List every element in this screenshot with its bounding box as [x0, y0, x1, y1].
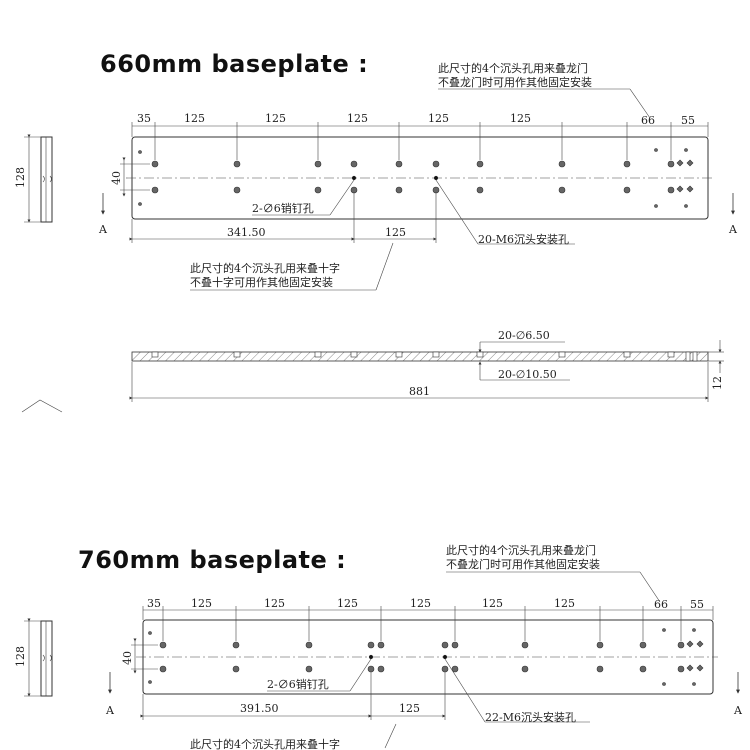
- right-dim-2-1: 55: [690, 598, 704, 611]
- section-view-1: 20-∅6.50 20-∅10.50 881 12: [129, 329, 724, 402]
- side-dim-label: 128: [14, 167, 27, 188]
- top-dim-2: 125: [265, 112, 286, 125]
- section-marks-2: A A: [105, 672, 743, 717]
- right-dim-2-0: 66: [654, 598, 668, 611]
- top-dims-2: 35 125 125 125 125 125 125 66 55: [142, 597, 714, 641]
- drawing-1: 128 A A: [14, 61, 738, 413]
- section-marks-1: A A: [98, 193, 738, 236]
- height-dim-1: 40: [110, 157, 150, 197]
- dim-left-label-2: 391.50: [240, 702, 279, 715]
- top-dim-2-0: 35: [147, 597, 161, 610]
- note-bottom-2-line-1: 此尺寸的4个沉头孔用来叠十字: [190, 737, 340, 750]
- top-dim-2-3: 125: [337, 597, 358, 610]
- top-dim-2-2: 125: [264, 597, 285, 610]
- note-top-2-line-1: 此尺寸的4个沉头孔用来叠龙门: [446, 543, 596, 557]
- hole-pattern-2: [148, 628, 704, 686]
- hole-pattern-1: [138, 148, 694, 208]
- note-top-line-1: 此尺寸的4个沉头孔用来叠龙门: [438, 61, 588, 75]
- section-label-left: A: [98, 223, 108, 236]
- fragment-mark: [21, 399, 63, 413]
- section-label-right: A: [728, 223, 738, 236]
- bottom-dims-2: 391.50 125: [140, 672, 446, 720]
- thickness-label: 12: [711, 376, 724, 390]
- drawing-1-title: 660mm baseplate :: [100, 50, 369, 78]
- section-label-left-2: A: [105, 704, 115, 717]
- top-dim-4: 125: [428, 112, 449, 125]
- side-view-1: 128: [14, 134, 53, 223]
- height-dim-2: 40: [121, 638, 158, 674]
- note-top-2-line-2: 不叠龙门时可用作其他固定安装: [446, 557, 600, 571]
- top-dim-1: 125: [184, 112, 205, 125]
- note-top-1: 此尺寸的4个沉头孔用来叠龙门 不叠龙门时可用作其他固定安装: [438, 61, 651, 119]
- top-dim-2-5: 125: [482, 597, 503, 610]
- top-dim-3: 125: [347, 112, 368, 125]
- pin-label-1: 2-∅6销钉孔: [252, 201, 314, 215]
- right-dim-1: 55: [681, 114, 695, 127]
- side-view-2: 128: [14, 618, 53, 697]
- hole-large-label: 20-∅10.50: [498, 368, 557, 381]
- note-top-2: 此尺寸的4个沉头孔用来叠龙门 不叠龙门时可用作其他固定安装: [446, 543, 661, 603]
- top-dim-0: 35: [137, 112, 151, 125]
- dim-mid-label-2: 125: [399, 702, 420, 715]
- right-dim-0: 66: [641, 114, 655, 127]
- top-dims-1: 35 125 125 125 125 125 66 55: [131, 112, 709, 160]
- hole-small-label: 20-∅6.50: [498, 329, 550, 342]
- length-label: 881: [409, 385, 430, 398]
- note-top-line-2: 不叠龙门时可用作其他固定安装: [438, 75, 592, 89]
- dim-left-label: 341.50: [227, 226, 266, 239]
- top-dim-2-1: 125: [191, 597, 212, 610]
- bottom-dims-1: 341.50 125: [129, 192, 437, 243]
- top-dim-2-6: 125: [554, 597, 575, 610]
- top-dim-2-4: 125: [410, 597, 431, 610]
- height-dim-label: 40: [110, 171, 123, 185]
- drawing-2-title: 760mm baseplate :: [78, 546, 347, 574]
- note-bottom-line-1: 此尺寸的4个沉头孔用来叠十字: [190, 261, 340, 275]
- counter-label-1: 20-M6沉头安装孔: [478, 232, 569, 246]
- note-bottom-1: 此尺寸的4个沉头孔用来叠十字 不叠十字可用作其他固定安装: [190, 242, 394, 291]
- dim-mid-label: 125: [385, 226, 406, 239]
- height-dim-label-2: 40: [121, 651, 134, 665]
- section-label-right-2: A: [733, 704, 743, 717]
- pin-label-2: 2-∅6销钉孔: [267, 677, 329, 691]
- note-bottom-line-2: 不叠十字可用作其他固定安装: [190, 275, 333, 289]
- top-dim-5: 125: [510, 112, 531, 125]
- drawing-2: 128 A A: [14, 543, 743, 750]
- side-dim-label-2: 128: [14, 646, 27, 667]
- counter-label-2: 22-M6沉头安装孔: [485, 710, 576, 724]
